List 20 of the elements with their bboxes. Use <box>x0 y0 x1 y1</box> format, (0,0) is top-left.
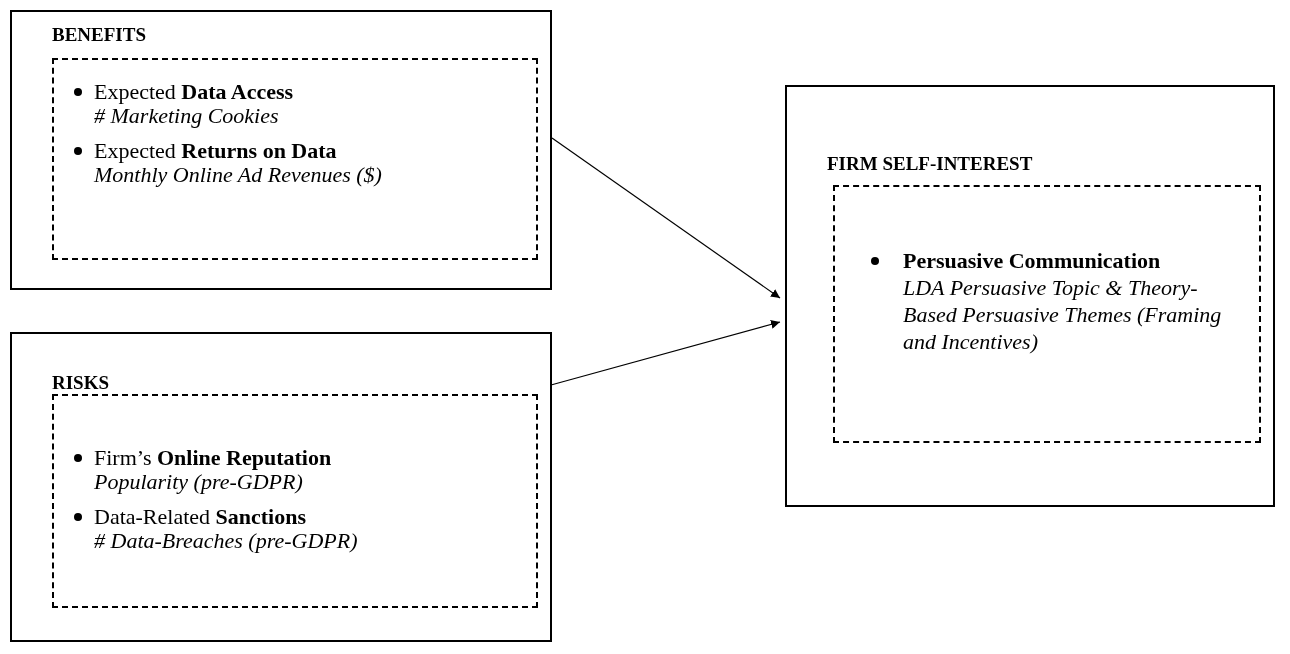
item-label: Persuasive Communication <box>903 247 1162 274</box>
dashed-box <box>833 185 1261 443</box>
box <box>785 85 1275 507</box>
item-label: Data-Related Sanctions <box>94 505 308 529</box>
box-heading: BENEFITS <box>52 24 146 46</box>
item-measure: # Data-Breaches (pre-GDPR) <box>94 529 359 553</box>
dashed-box <box>52 58 538 260</box>
item-measure: LDA Persuasive Topic & Theory-Based Persuasive Themes (Framing and Incentives) <box>903 274 1223 355</box>
box <box>10 10 552 290</box>
item-measure: Popularity (pre-GDPR) <box>94 470 303 494</box>
item-measure: # Marketing Cookies <box>94 104 280 128</box>
arrow <box>551 137 781 299</box>
item-measure: Monthly Online Ad Revenues ($) <box>94 163 383 187</box>
box-heading: FIRM SELF-INTEREST <box>827 153 1033 175</box>
item-label: Firm’s Online Reputation <box>94 446 333 470</box>
box <box>10 332 552 642</box>
dashed-box <box>52 394 538 608</box>
item-label: Expected Returns on Data <box>94 139 338 163</box>
box-heading: RISKS <box>52 372 110 394</box>
item-label: Expected Data Access <box>94 80 295 104</box>
